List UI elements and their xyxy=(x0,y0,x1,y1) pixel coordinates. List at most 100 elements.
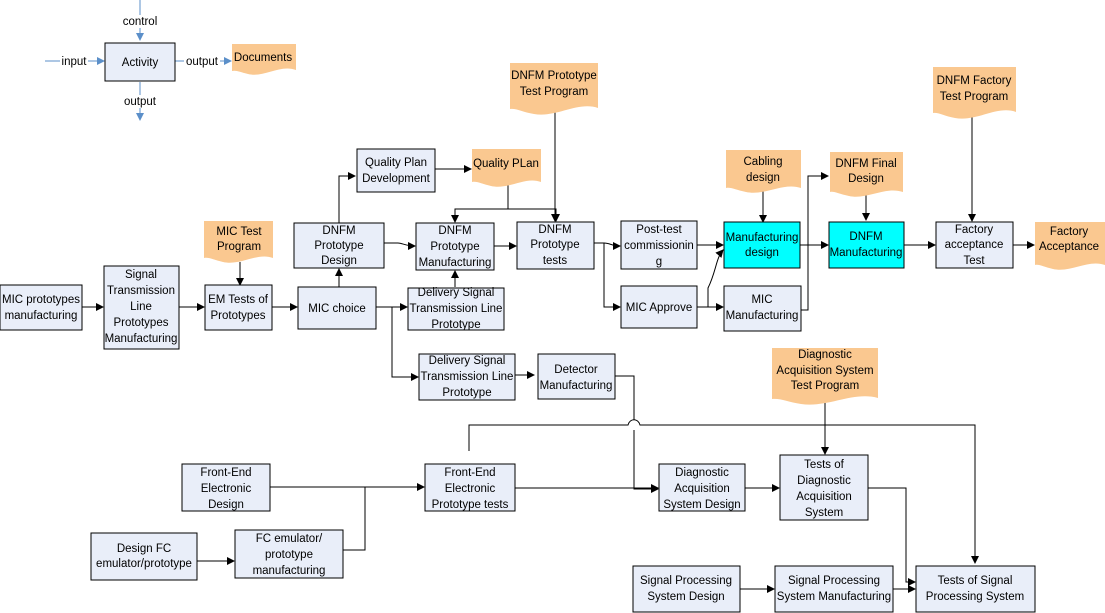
activity-em-tests-of-prototypes: EM Tests of Prototypes xyxy=(204,284,273,331)
legend-control-label: control xyxy=(123,16,158,28)
legend-activity-label: Activity xyxy=(122,57,159,69)
legend: Activity control input output output Doc… xyxy=(45,0,296,121)
activity-delivery-1-line-3: Prototype xyxy=(431,319,480,331)
activity-post-test-line-1: Post-test xyxy=(636,224,682,236)
activity-stlpm-line-2: Transmission xyxy=(107,285,175,297)
doc-quality-plan: Quality PLan xyxy=(472,149,541,187)
connectors xyxy=(82,100,1035,593)
activity-post-test-line-3: g xyxy=(656,256,662,268)
activity-fc-mfg-line-2: prototype xyxy=(265,549,313,561)
activity-design-fc-emulator-prototype: Design FC emulator/prototype xyxy=(90,532,198,581)
activity-mic-approve-line-1: MIC Approve xyxy=(626,302,692,314)
activity-dnfm-prototype-mfg-line-1: DNFM xyxy=(438,225,471,237)
doc-diagnostic-acquisition-system-test-program: Diagnostic Acquisition System Test Progr… xyxy=(772,348,878,405)
activity-tests-das-line-3: Acquisition xyxy=(796,491,852,503)
activity-stlpm-line-3: Line xyxy=(130,301,152,313)
activity-fe-design-line-1: Front-End xyxy=(200,467,251,479)
legend-activity-box xyxy=(104,42,176,82)
legend-output-label-bg xyxy=(184,55,220,68)
activity-quality-plan-development: Quality Plan Development xyxy=(356,148,436,193)
activity-manufacturing-design-line-1: Manufacturing xyxy=(726,232,799,244)
activity-delivery-1-line-2: Transmission Line xyxy=(410,303,503,315)
activity-mic-choice-line-1: MIC choice xyxy=(308,303,366,315)
activity-das-design-line-3: System Design xyxy=(663,499,740,511)
doc-dnfm-prototype-test-program-line-2: Test Program xyxy=(520,86,588,98)
activity-dnfm-manufacturing-line-2: Manufacturing xyxy=(830,247,903,259)
activity-stlpm-line-5: Manufacturing xyxy=(105,333,178,345)
legend-input-label-bg xyxy=(60,55,88,68)
activity-post-test-line-2: commissionin xyxy=(624,240,694,252)
doc-dnfm-factory-test-program: DNFM Factory Test Program xyxy=(933,67,1016,119)
doc-diagnostic-acquisition-line-1: Diagnostic xyxy=(798,349,852,361)
activity-diagnostic-acquisition-system-design: Diagnostic Acquisition System Design xyxy=(658,463,746,512)
activity-dnfm-prototype-design: DNFM Prototype Design xyxy=(293,222,385,269)
activity-factory-acceptance-test: Factory acceptance Test xyxy=(935,221,1014,269)
activity-fe-tests-line-3: Prototype tests xyxy=(432,499,509,511)
activity-quality-plan-dev-line-1: Quality Plan xyxy=(365,157,427,169)
activity-tests-sps-line-1: Tests of Signal xyxy=(938,575,1013,587)
doc-dnfm-prototype-test-program-line-1: DNFM Prototype xyxy=(511,70,597,82)
doc-cabling-design: Cabling design xyxy=(726,150,801,193)
doc-factory-acceptance-line-2: Acceptance xyxy=(1039,241,1099,253)
activity-tests-das-line-2: Diagnostic xyxy=(797,475,851,487)
activity-mic-prototypes-manufacturing: MIC prototypes manufacturing xyxy=(0,284,83,331)
activity-stlpm-line-4: Prototypes xyxy=(114,317,169,329)
legend-output-bottom-label: output xyxy=(124,96,157,108)
doc-mic-test-program-line-1: MIC Test xyxy=(216,226,262,238)
activity-sps-design-line-1: Signal Processing xyxy=(640,575,732,587)
activity-fe-tests-line-1: Front-End xyxy=(444,467,495,479)
activity-factory-acceptance-test-line-2: acceptance xyxy=(945,239,1004,251)
documents: MIC Test Program DNFM Prototype Test Pro… xyxy=(204,63,1105,405)
legend-output-label: output xyxy=(186,56,219,68)
activity-dnfm-prototype-tests: DNFM Prototype tests xyxy=(516,221,595,270)
activity-mic-manufacturing-line-1: MIC xyxy=(751,294,772,306)
doc-factory-acceptance: Factory Acceptance xyxy=(1035,222,1105,270)
activity-delivery-1-line-1: Delivery Signal xyxy=(418,287,495,299)
activity-mic-prototypes-manufacturing-line-1: MIC prototypes xyxy=(2,294,80,306)
activity-dnfm-prototype-design-line-1: DNFM xyxy=(322,225,355,237)
activity-em-tests-line-1: EM Tests of xyxy=(208,294,269,306)
doc-dnfm-final-design: DNFM Final Design xyxy=(830,152,903,197)
activity-design-fc-line-1: Design FC xyxy=(117,543,171,555)
activity-front-end-electronic-prototype-tests: Front-End Electronic Prototype tests xyxy=(424,463,516,512)
doc-dnfm-prototype-test-program: DNFM Prototype Test Program xyxy=(510,63,598,115)
activity-dnfm-prototype-tests-line-2: Prototype xyxy=(530,239,579,251)
activity-tests-of-diagnostic-acquisition-system: Tests of Diagnostic Acquisition System xyxy=(779,454,869,521)
activity-dnfm-prototype-manufacturing: DNFM Prototype Manufacturing xyxy=(415,222,495,271)
activity-mic-manufacturing: MIC Manufacturing xyxy=(723,285,802,332)
activity-fe-design-line-2: Electronic xyxy=(201,483,252,495)
doc-dnfm-final-design-line-2: Design xyxy=(848,173,884,185)
legend-control-label-bg xyxy=(120,15,160,28)
activity-delivery-signal-transmission-line-prototype-1: Delivery Signal Transmission Line Protot… xyxy=(407,287,505,331)
activity-delivery-signal-transmission-line-prototype-2: Delivery Signal Transmission Line Protot… xyxy=(418,353,516,401)
activity-factory-acceptance-test-line-1: Factory xyxy=(955,224,994,236)
activity-dnfm-manufacturing: DNFM Manufacturing xyxy=(828,221,905,269)
activity-post-test-commissioning: Post-test commissionin g xyxy=(620,220,698,270)
activity-dnfm-prototype-mfg-line-3: Manufacturing xyxy=(419,257,492,269)
doc-quality-plan-line-1: Quality PLan xyxy=(473,158,539,170)
activity-detector-mfg-line-2: Manufacturing xyxy=(540,380,613,392)
activities: MIC prototypes manufacturing Signal Tran… xyxy=(0,148,1036,613)
activity-signal-transmission-line-prototypes-manufacturing: Signal Transmission Line Prototypes Manu… xyxy=(103,265,180,350)
activity-tests-sps-line-2: Processing System xyxy=(926,591,1024,603)
activity-sps-design-line-2: System Design xyxy=(647,591,724,603)
activity-signal-processing-system-manufacturing: Signal Processing System Manufacturing xyxy=(774,565,894,613)
activity-manufacturing-design: Manufacturing design xyxy=(723,221,801,269)
activity-dnfm-manufacturing-line-1: DNFM xyxy=(849,231,882,243)
legend-input-label: input xyxy=(62,56,88,68)
activity-dnfm-prototype-tests-line-3: tests xyxy=(543,255,568,267)
activity-tests-das-line-4: System xyxy=(805,507,843,519)
activity-delivery-2-line-1: Delivery Signal xyxy=(429,355,506,367)
activity-fc-mfg-line-3: manufacturing xyxy=(253,565,326,577)
activity-front-end-electronic-design: Front-End Electronic Design xyxy=(181,463,271,512)
activity-tests-of-signal-processing-system: Tests of Signal Processing System xyxy=(915,565,1036,613)
activity-dnfm-prototype-design-line-2: Prototype xyxy=(314,240,363,252)
activity-detector-manufacturing: Detector Manufacturing xyxy=(537,353,616,400)
activity-dnfm-prototype-tests-line-1: DNFM xyxy=(538,224,571,236)
activity-em-tests-line-2: Prototypes xyxy=(211,310,266,322)
activity-detector-mfg-line-1: Detector xyxy=(554,364,598,376)
activity-stlpm-line-1: Signal xyxy=(125,269,157,281)
doc-diagnostic-acquisition-line-2: Acquisition System xyxy=(776,365,873,377)
activity-fc-mfg-line-1: FC emulator/ xyxy=(256,533,323,545)
